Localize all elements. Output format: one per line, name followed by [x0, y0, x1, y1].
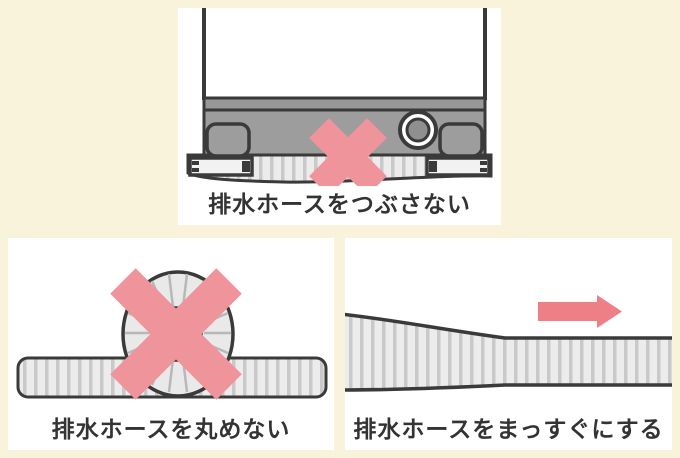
machine-leg-right	[438, 122, 484, 158]
straight-hose-illustration	[345, 295, 672, 392]
panel-coil-warning: 排水ホースを丸めない	[8, 238, 334, 450]
panel-crush-warning: 排水ホースをつぶさない	[178, 8, 501, 225]
adjuster-foot-left	[188, 156, 254, 177]
direction-arrow-icon	[538, 295, 622, 328]
adjuster-foot-right	[425, 156, 491, 177]
caption-do-not-coil: 排水ホースを丸めない	[51, 416, 291, 443]
machine-leg-left	[205, 122, 251, 158]
panel-straighten-instruction: 排水ホースをまっすぐにする	[345, 238, 672, 450]
drain-outlet-icon	[398, 110, 438, 150]
straightened-drain-hose	[345, 312, 672, 392]
caption-straighten-hose: 排水ホースをまっすぐにする	[353, 416, 664, 443]
prohibition-x-icon	[309, 118, 387, 186]
washing-machine-crushed-hose-illustration	[186, 8, 493, 186]
caption-do-not-crush: 排水ホースをつぶさない	[208, 191, 471, 218]
prohibition-x-icon	[110, 268, 242, 400]
coiled-hose-illustration	[16, 268, 328, 400]
